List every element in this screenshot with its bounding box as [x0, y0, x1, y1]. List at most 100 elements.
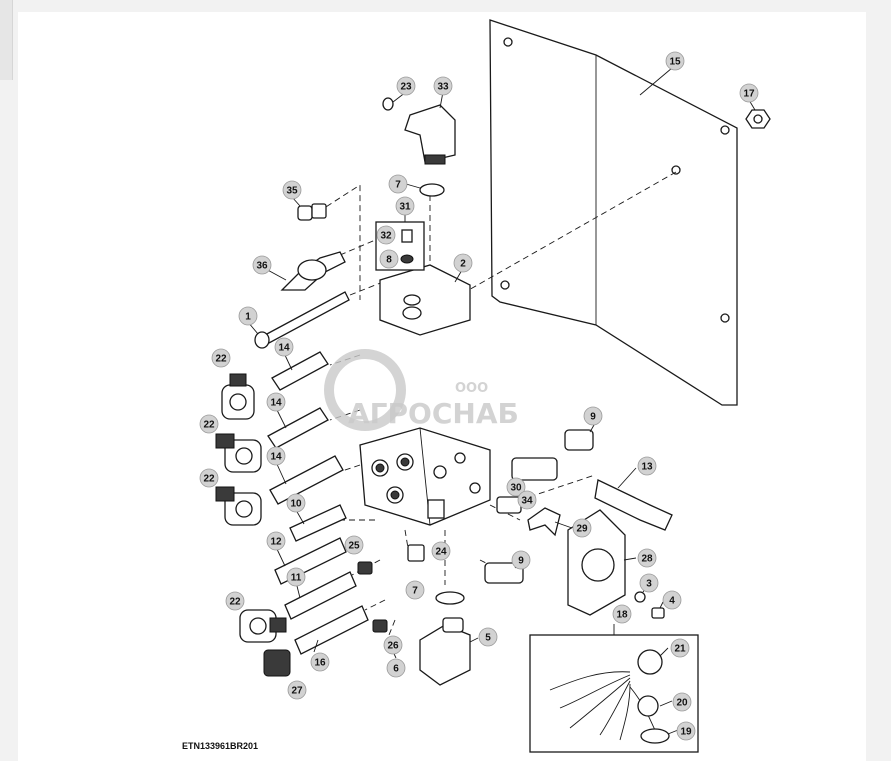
solenoid-coil-part-22-c	[215, 486, 262, 526]
callout-4: 4	[662, 590, 682, 610]
cartridge-part-12	[284, 571, 357, 620]
callout-34: 34	[517, 490, 537, 510]
callout-7-lower: 7	[405, 580, 425, 600]
cartridge-part-16	[294, 605, 369, 655]
svg-text:2: 2	[460, 259, 466, 270]
svg-text:22: 22	[203, 420, 215, 431]
callout-24: 24	[431, 541, 451, 561]
callout-36: 36	[252, 255, 272, 275]
svg-text:34: 34	[521, 496, 533, 507]
svg-text:18: 18	[616, 610, 628, 621]
sensor-part-30	[511, 457, 558, 481]
svg-text:33: 33	[437, 82, 449, 93]
cartridge-part-14-b	[267, 407, 329, 449]
svg-text:9: 9	[590, 412, 596, 423]
svg-text:15: 15	[669, 57, 681, 68]
callout-14-b: 14	[266, 392, 286, 412]
sensor-part-13	[594, 479, 673, 531]
callout-21: 21	[670, 638, 690, 658]
svg-text:17: 17	[743, 89, 755, 100]
cartridge-part-10	[289, 504, 347, 542]
callout-14-a: 14	[274, 337, 294, 357]
callout-2: 2	[453, 253, 473, 273]
svg-text:4: 4	[669, 596, 675, 607]
svg-text:32: 32	[380, 231, 392, 242]
plug-part-35	[297, 203, 327, 221]
callout-9-lower: 9	[511, 550, 531, 570]
callout-6: 6	[386, 658, 406, 678]
plug-part-24	[407, 544, 425, 562]
callout-33: 33	[433, 76, 453, 96]
svg-text:7: 7	[395, 180, 401, 191]
callout-18: 18	[612, 604, 632, 624]
svg-text:14: 14	[278, 343, 290, 354]
svg-text:27: 27	[291, 686, 303, 697]
callout-19: 19	[676, 721, 696, 741]
callout-22-b: 22	[199, 414, 219, 434]
ring-part-23	[382, 97, 394, 111]
pipe-part-29	[527, 507, 561, 537]
svg-text:28: 28	[641, 554, 653, 565]
svg-text:14: 14	[270, 398, 282, 409]
svg-text:35: 35	[286, 186, 298, 197]
svg-text:29: 29	[576, 524, 588, 535]
callout-11: 11	[286, 567, 306, 587]
o-ring-part-7-upper	[419, 183, 445, 197]
fitting-part-34	[496, 496, 522, 514]
callout-30: 30	[506, 477, 526, 497]
plug-part-26	[372, 619, 388, 633]
reference-code: ETN133961BR201	[182, 741, 259, 751]
svg-text:24: 24	[435, 547, 447, 558]
elbow-fitting-part-33	[404, 104, 456, 165]
sensor-part-9-lower	[484, 562, 524, 584]
callout-22-c: 22	[199, 468, 219, 488]
callout-5: 5	[478, 627, 498, 647]
callout-31: 31	[395, 196, 415, 216]
callout-16: 16	[310, 652, 330, 672]
svg-text:22: 22	[203, 474, 215, 485]
svg-text:30: 30	[510, 483, 522, 494]
washer-part-3	[634, 591, 646, 603]
solenoid-coil-part-22-d	[239, 609, 287, 643]
solenoid-coil-part-22-b	[215, 433, 262, 473]
svg-text:12: 12	[270, 537, 282, 548]
assembly-dashed-lines	[317, 171, 677, 646]
svg-text:23: 23	[400, 82, 412, 93]
svg-text:5: 5	[485, 633, 491, 644]
plug-part-25	[357, 561, 373, 575]
svg-text:13: 13	[641, 462, 653, 473]
svg-text:10: 10	[290, 499, 302, 510]
callout-15: 15	[665, 51, 685, 71]
svg-text:26: 26	[387, 641, 399, 652]
callout-7-upper: 7	[388, 174, 408, 194]
callout-27: 27	[287, 680, 307, 700]
bolt-part-4	[651, 607, 665, 619]
o-ring-part-7-lower	[435, 591, 465, 605]
svg-text:25: 25	[348, 541, 360, 552]
panel-part-15	[489, 19, 738, 406]
callout-22-d: 22	[225, 591, 245, 611]
svg-text:3: 3	[646, 579, 652, 590]
callout-28: 28	[637, 548, 657, 568]
svg-text:22: 22	[215, 354, 227, 365]
callout-1: 1	[238, 306, 258, 326]
valve-part-36	[280, 251, 346, 291]
callout-25: 25	[344, 535, 364, 555]
svg-text:11: 11	[291, 573, 302, 584]
callout-14-c: 14	[266, 446, 286, 466]
callout-29: 29	[572, 518, 592, 538]
callout-20: 20	[672, 692, 692, 712]
watermark-company-name: АГРОСНАБ	[348, 397, 519, 430]
svg-text:20: 20	[676, 698, 688, 709]
sensor-part-9-upper	[564, 429, 594, 451]
svg-text:8: 8	[386, 255, 392, 266]
callout-9-upper: 9	[583, 406, 603, 426]
callout-26: 26	[383, 635, 403, 655]
connector-part-27	[263, 649, 291, 677]
svg-text:19: 19	[680, 727, 692, 738]
valve-block-lower	[359, 427, 491, 526]
harness-box-part-18	[529, 634, 699, 753]
cartridge-part-11	[274, 537, 347, 585]
svg-text:31: 31	[399, 202, 411, 213]
